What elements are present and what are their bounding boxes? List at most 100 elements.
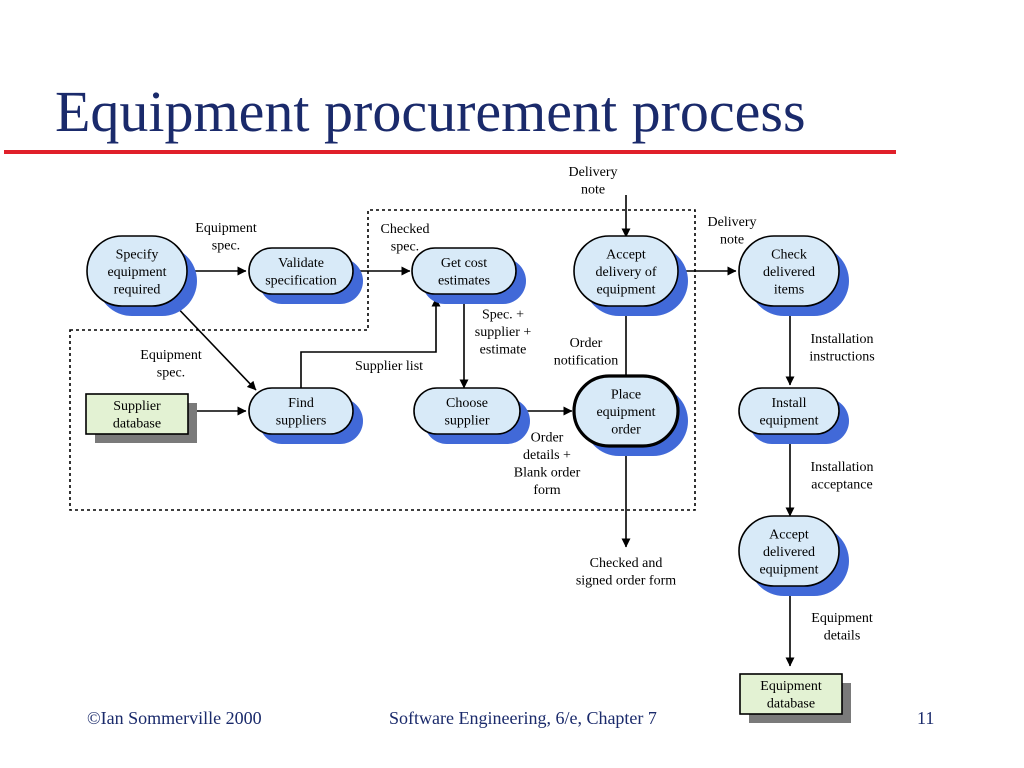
flow-label-installation-acceptance: Installation acceptance bbox=[811, 460, 874, 493]
flow-label-line: note bbox=[581, 183, 605, 198]
process-label: delivered bbox=[763, 265, 815, 280]
process-label: Choose bbox=[446, 396, 488, 411]
process-label: specification bbox=[265, 274, 337, 289]
process-label: equipment bbox=[107, 265, 166, 280]
flow-label-line: spec. bbox=[157, 366, 185, 381]
process-label: Place bbox=[611, 387, 641, 402]
process-label: order bbox=[611, 422, 641, 437]
page-number: 11 bbox=[917, 708, 935, 728]
flow-label-line: form bbox=[533, 483, 560, 498]
footer-copyright: ©Ian Sommerville 2000 bbox=[87, 708, 262, 728]
process-accept-delivery: Accept delivery of equipment bbox=[573, 235, 688, 316]
flow-label-line: notification bbox=[554, 354, 619, 369]
slide-title: Equipment procurement process bbox=[55, 79, 806, 144]
process-label: Find bbox=[288, 396, 314, 411]
flow-label-line: spec. bbox=[212, 239, 240, 254]
flow-label-line: Equipment bbox=[195, 221, 257, 236]
process-label: estimates bbox=[438, 274, 490, 289]
flow-label-equipment-spec-top: Equipment spec. bbox=[195, 221, 257, 254]
flow-label-order-notification: Order notification bbox=[554, 336, 619, 369]
process-label: required bbox=[114, 282, 161, 297]
process-install: Install equipment bbox=[738, 387, 849, 444]
datastore-label: Supplier bbox=[113, 399, 161, 414]
process-label: equipment bbox=[759, 562, 818, 577]
process-specify: Specify equipment required bbox=[86, 235, 197, 316]
process-label: Specify bbox=[116, 247, 159, 262]
footer-book-title: Software Engineering, 6/e, Chapter 7 bbox=[389, 708, 657, 728]
flow-label-line: Installation bbox=[811, 460, 874, 475]
process-label: supplier bbox=[444, 414, 489, 429]
flow-label-line: Delivery bbox=[569, 165, 618, 180]
process-place-order: Place equipment order bbox=[572, 374, 688, 456]
datastore-label: database bbox=[767, 697, 815, 712]
datastore-label: Equipment bbox=[760, 679, 822, 694]
flow-label-line: signed order form bbox=[576, 574, 676, 589]
datastore-supplier-db: Supplier database bbox=[85, 393, 197, 443]
process-find-suppliers: Find suppliers bbox=[248, 387, 363, 444]
process-label: items bbox=[774, 282, 804, 297]
process-box bbox=[572, 374, 680, 448]
flow-label-spec-supplier-estimate: Spec. + supplier + estimate bbox=[475, 307, 532, 357]
process-box bbox=[573, 235, 679, 307]
process-label: delivery of bbox=[595, 265, 656, 280]
process-label: equipment bbox=[759, 414, 818, 429]
process-box bbox=[248, 387, 354, 435]
process-choose-supplier: Choose supplier bbox=[413, 387, 530, 444]
flow-arrow bbox=[300, 297, 441, 393]
process-label: suppliers bbox=[276, 414, 327, 429]
flow-label-line: Order bbox=[570, 336, 603, 351]
process-label: Check bbox=[771, 247, 807, 262]
process-label: delivered bbox=[763, 545, 815, 560]
process-label: equipment bbox=[596, 282, 655, 297]
flow-label-line: details bbox=[824, 629, 861, 644]
process-label: Accept bbox=[769, 527, 809, 542]
flow-label-line: Order bbox=[531, 431, 564, 446]
flow-label-equipment-details: Equipment details bbox=[811, 611, 873, 644]
process-accept-equipment: Accept delivered equipment bbox=[738, 515, 849, 596]
flow-label-supplier-list: Supplier list bbox=[355, 359, 423, 374]
flow-arrow bbox=[169, 299, 257, 391]
process-boundary bbox=[69, 209, 696, 511]
datastore-equipment-db: Equipment database bbox=[739, 673, 851, 723]
flow-label-checked-spec: Checked spec. bbox=[381, 222, 430, 255]
flow-label-checked-signed: Checked and signed order form bbox=[576, 556, 676, 589]
datastore-box bbox=[85, 393, 189, 435]
process-box bbox=[738, 235, 840, 307]
flow-label-line: Checked and bbox=[590, 556, 663, 571]
flow-label-line: Equipment bbox=[811, 611, 873, 626]
process-box bbox=[413, 387, 521, 435]
process-check-items: Check delivered items bbox=[738, 235, 849, 316]
title-underline bbox=[4, 150, 896, 154]
flow-label-line: estimate bbox=[480, 342, 527, 357]
datastore-box bbox=[739, 673, 843, 715]
flow-label-line: details + bbox=[523, 448, 571, 463]
flow-label-line: Supplier list bbox=[355, 359, 423, 374]
flow-label-line: instructions bbox=[809, 350, 874, 365]
process-label: Get cost bbox=[441, 256, 487, 271]
process-box bbox=[738, 387, 840, 435]
flow-label-line: Checked bbox=[381, 222, 430, 237]
process-label: Install bbox=[772, 396, 807, 411]
flow-label-line: note bbox=[720, 233, 744, 248]
flow-label-installation-instructions: Installation instructions bbox=[809, 332, 874, 365]
flow-label-line: supplier + bbox=[475, 325, 532, 340]
process-box bbox=[411, 247, 517, 295]
process-get-cost: Get cost estimates bbox=[411, 247, 526, 304]
flow-label-line: Spec. + bbox=[482, 307, 524, 322]
process-label: Accept bbox=[606, 247, 646, 262]
process-label: equipment bbox=[596, 405, 655, 420]
flow-label-line: Installation bbox=[811, 332, 874, 347]
flow-label-line: Delivery bbox=[708, 215, 757, 230]
flow-label-line: spec. bbox=[391, 240, 419, 255]
flow-label-line: Equipment bbox=[140, 348, 202, 363]
process-box bbox=[738, 515, 840, 587]
flow-label-equipment-spec-left: Equipment spec. bbox=[140, 348, 202, 381]
process-box bbox=[248, 247, 354, 295]
process-box bbox=[86, 235, 188, 307]
flow-label-delivery-note-top: Delivery note bbox=[569, 165, 618, 198]
datastore-label: database bbox=[113, 417, 161, 432]
flow-label-line: acceptance bbox=[811, 478, 872, 493]
